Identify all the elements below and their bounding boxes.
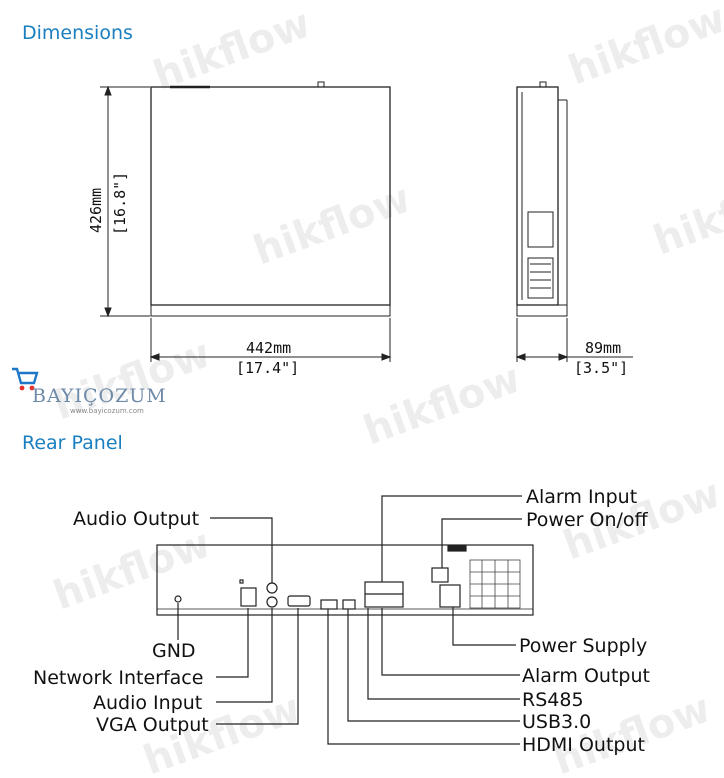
top-view bbox=[150, 81, 391, 317]
gnd-terminal bbox=[174, 595, 182, 603]
width-in-label: [17.4"] bbox=[236, 359, 299, 377]
usb30-label: USB3.0 bbox=[522, 711, 591, 733]
side-view bbox=[516, 81, 568, 317]
rear-panel-title: Rear Panel bbox=[22, 432, 123, 454]
power-on-off-label: Power On/off bbox=[526, 509, 649, 531]
rs485-label: RS485 bbox=[522, 689, 584, 711]
cart-logo-icon bbox=[12, 367, 39, 391]
watermark: hikflow bbox=[358, 355, 527, 454]
watermark: hikflow bbox=[248, 175, 417, 274]
usb-port bbox=[342, 599, 356, 610]
hdmi-output-label: HDMI Output bbox=[522, 734, 645, 756]
leader-lines bbox=[177, 495, 522, 745]
power-supply-label: Power Supply bbox=[519, 635, 647, 657]
width-mm-label: 442mm bbox=[246, 339, 291, 357]
dimensions-title: Dimensions bbox=[22, 22, 133, 44]
logo-url: www.bayicozum.com bbox=[70, 407, 144, 415]
hdmi-port bbox=[320, 599, 338, 610]
height-dimension bbox=[100, 85, 150, 318]
watermark: hikflow bbox=[48, 520, 217, 619]
power-switch bbox=[431, 567, 449, 583]
height-in-label: [16.8"] bbox=[111, 172, 129, 235]
rear-panel-vents bbox=[469, 559, 521, 609]
watermark: hikflow bbox=[563, 0, 724, 94]
vga-output-label: VGA Output bbox=[96, 714, 209, 736]
power-socket bbox=[439, 584, 461, 608]
watermark: hikflow bbox=[648, 165, 724, 264]
audio-output-jack bbox=[266, 582, 278, 594]
width-dimension bbox=[149, 318, 392, 362]
depth-mm-label: 89mm bbox=[585, 339, 621, 357]
audio-output-label: Audio Output bbox=[73, 508, 199, 530]
alarm-input-label: Alarm Input bbox=[526, 486, 637, 508]
network-port bbox=[240, 587, 257, 607]
depth-dimension bbox=[515, 318, 633, 362]
alarm-output-label: Alarm Output bbox=[522, 665, 650, 687]
gnd-label: GND bbox=[152, 640, 196, 662]
vga-port bbox=[287, 595, 311, 607]
depth-in-label: [3.5"] bbox=[574, 359, 628, 377]
logo-name: BAYIÇOZUM bbox=[32, 385, 167, 407]
audio-input-jack bbox=[266, 596, 278, 608]
watermark: hikflow bbox=[148, 0, 317, 99]
rear-panel-body bbox=[156, 544, 534, 616]
audio-input-label: Audio Input bbox=[93, 692, 202, 714]
height-mm-label: 426mm bbox=[87, 188, 105, 233]
network-interface-label: Network Interface bbox=[33, 667, 203, 689]
